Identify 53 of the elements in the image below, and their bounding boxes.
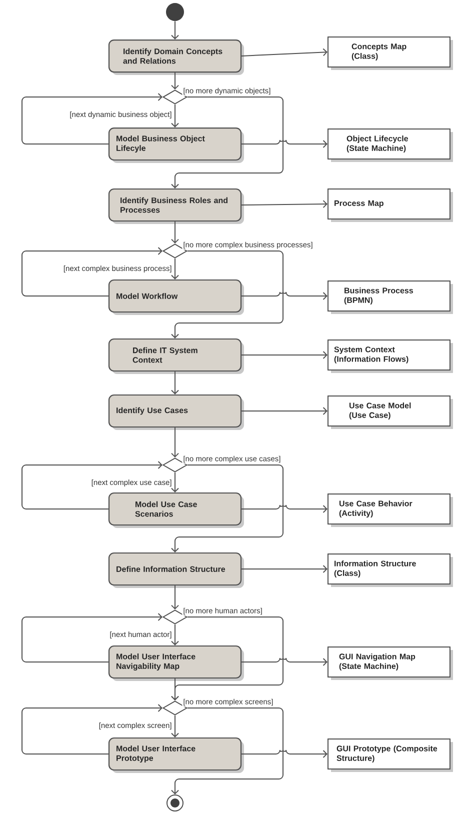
- artifact-box: Process Map: [328, 188, 453, 222]
- arrow: [241, 200, 328, 208]
- artifact-box: GUI Prototype (Composite Structure): [328, 738, 453, 772]
- arrow: [171, 104, 179, 128]
- arrow: [171, 96, 284, 188]
- arrow: [171, 472, 179, 492]
- end-node: [166, 794, 184, 812]
- arrow: [241, 292, 328, 300]
- activity-box: Model Use Case Scenarios: [108, 492, 244, 528]
- artifact-box: Use Case Behavior (Activity): [328, 494, 453, 527]
- arrow: [171, 371, 179, 394]
- activity-box: Model User Interface Prototype: [108, 737, 244, 773]
- arrow: [171, 585, 179, 610]
- activity-box: Model Workflow: [108, 279, 244, 315]
- arrow: [171, 678, 179, 700]
- artifact-box: Concepts Map (Class): [328, 36, 453, 70]
- arrow: [241, 407, 328, 415]
- arrow: [171, 72, 179, 90]
- arrow: [171, 427, 179, 458]
- artifact-box: Object Lifecycle (State Machine): [328, 128, 453, 162]
- arrow: [22, 613, 162, 662]
- arrow: [171, 708, 284, 794]
- activity-box: Identify Business Roles and Processes: [108, 188, 244, 224]
- artifact-box: GUI Navigation Map (State Machine): [328, 646, 453, 680]
- arrow: [241, 504, 328, 513]
- activity-box: Model User Interface Navigability Map: [108, 645, 244, 681]
- activity-box: Define Information Structure: [108, 552, 244, 588]
- activity-box: Identify Domain Concepts and Relations: [108, 39, 244, 76]
- arrow: [241, 565, 328, 573]
- arrow: [171, 624, 179, 646]
- arrow: [22, 461, 162, 510]
- arrow: [241, 750, 328, 758]
- arrow: [171, 464, 284, 552]
- artifact-box: Information Structure (Class): [328, 554, 453, 587]
- arrow: [241, 48, 328, 57]
- arrow: [241, 658, 328, 666]
- arrow: [22, 93, 162, 144]
- arrow: [171, 258, 179, 280]
- arrow: [241, 351, 328, 359]
- arrow: [22, 704, 162, 754]
- artifact-box: Use Case Model (Use Case): [328, 396, 453, 429]
- start-node: [166, 3, 184, 22]
- arrow: [241, 140, 328, 148]
- arrow: [22, 247, 162, 296]
- artifact-box: Business Process (BPMN): [328, 280, 453, 314]
- activity-box: Identify Use Cases: [108, 394, 244, 430]
- arrow: [171, 250, 284, 338]
- arrow: [171, 221, 179, 244]
- arrow: [171, 715, 179, 738]
- arrow: [171, 20, 179, 40]
- activity-box: Model Business Object Lifecyle: [108, 127, 244, 163]
- artifact-box: System Context (Information Flows): [328, 340, 453, 373]
- activity-box: Define IT System Context: [108, 338, 244, 374]
